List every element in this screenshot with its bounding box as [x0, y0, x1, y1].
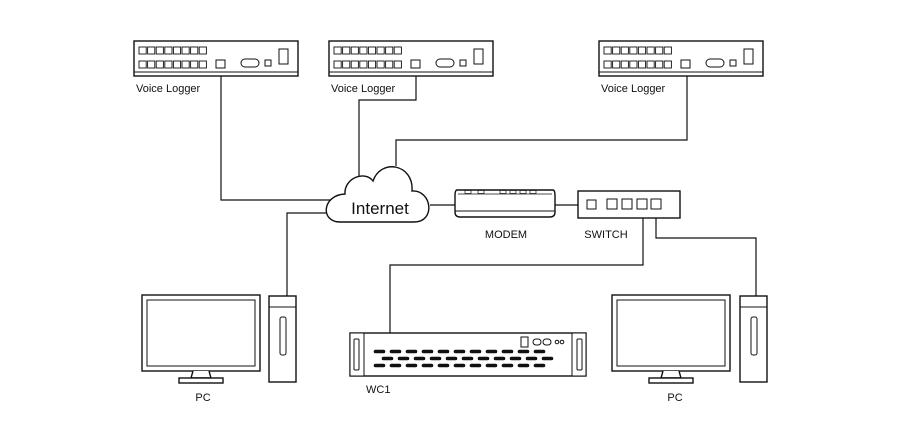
wire-logger1-internet: [220, 68, 331, 201]
wire-logger2-internet: [358, 68, 417, 176]
switch-label: SWITCH: [584, 229, 627, 241]
voice-logger-1-label: Voice Logger: [136, 83, 201, 95]
wire-logger3-internet: [395, 68, 688, 166]
voice-logger-icon: [328, 40, 494, 77]
pc-left: PC: [141, 294, 297, 404]
network-switch: SWITCH: [577, 190, 681, 241]
pc-right-label: PC: [667, 392, 682, 404]
desktop-pc-icon: [141, 294, 297, 384]
pc-right: PC: [611, 294, 768, 404]
wc1-label: WC1: [366, 384, 390, 396]
wire-switch-wc1: [389, 209, 644, 333]
cloud-icon: [325, 166, 430, 223]
voice-logger-3: Voice Logger: [598, 40, 764, 95]
modem-icon: [454, 189, 556, 218]
internet-cloud: Internet: [325, 166, 430, 223]
wire-internet-pc-left: [286, 212, 335, 296]
voice-logger-2-label: Voice Logger: [331, 83, 396, 95]
wc1-server: WC1: [349, 332, 587, 396]
pc-left-label: PC: [195, 392, 210, 404]
internet-label: Internet: [351, 199, 409, 218]
voice-logger-icon: [133, 40, 299, 77]
wire-switch-pc-right: [655, 209, 757, 296]
modem-label: MODEM: [485, 229, 527, 241]
voice-logger-3-label: Voice Logger: [601, 83, 666, 95]
voice-logger-1: Voice Logger: [133, 40, 299, 95]
modem: MODEM: [454, 189, 556, 241]
voice-logger-icon: [598, 40, 764, 77]
network-switch-icon: [577, 190, 681, 219]
connection-wires: [220, 68, 757, 333]
rack-server-icon: [349, 332, 587, 377]
desktop-pc-icon: [611, 294, 768, 384]
voice-logger-2: Voice Logger: [328, 40, 494, 95]
